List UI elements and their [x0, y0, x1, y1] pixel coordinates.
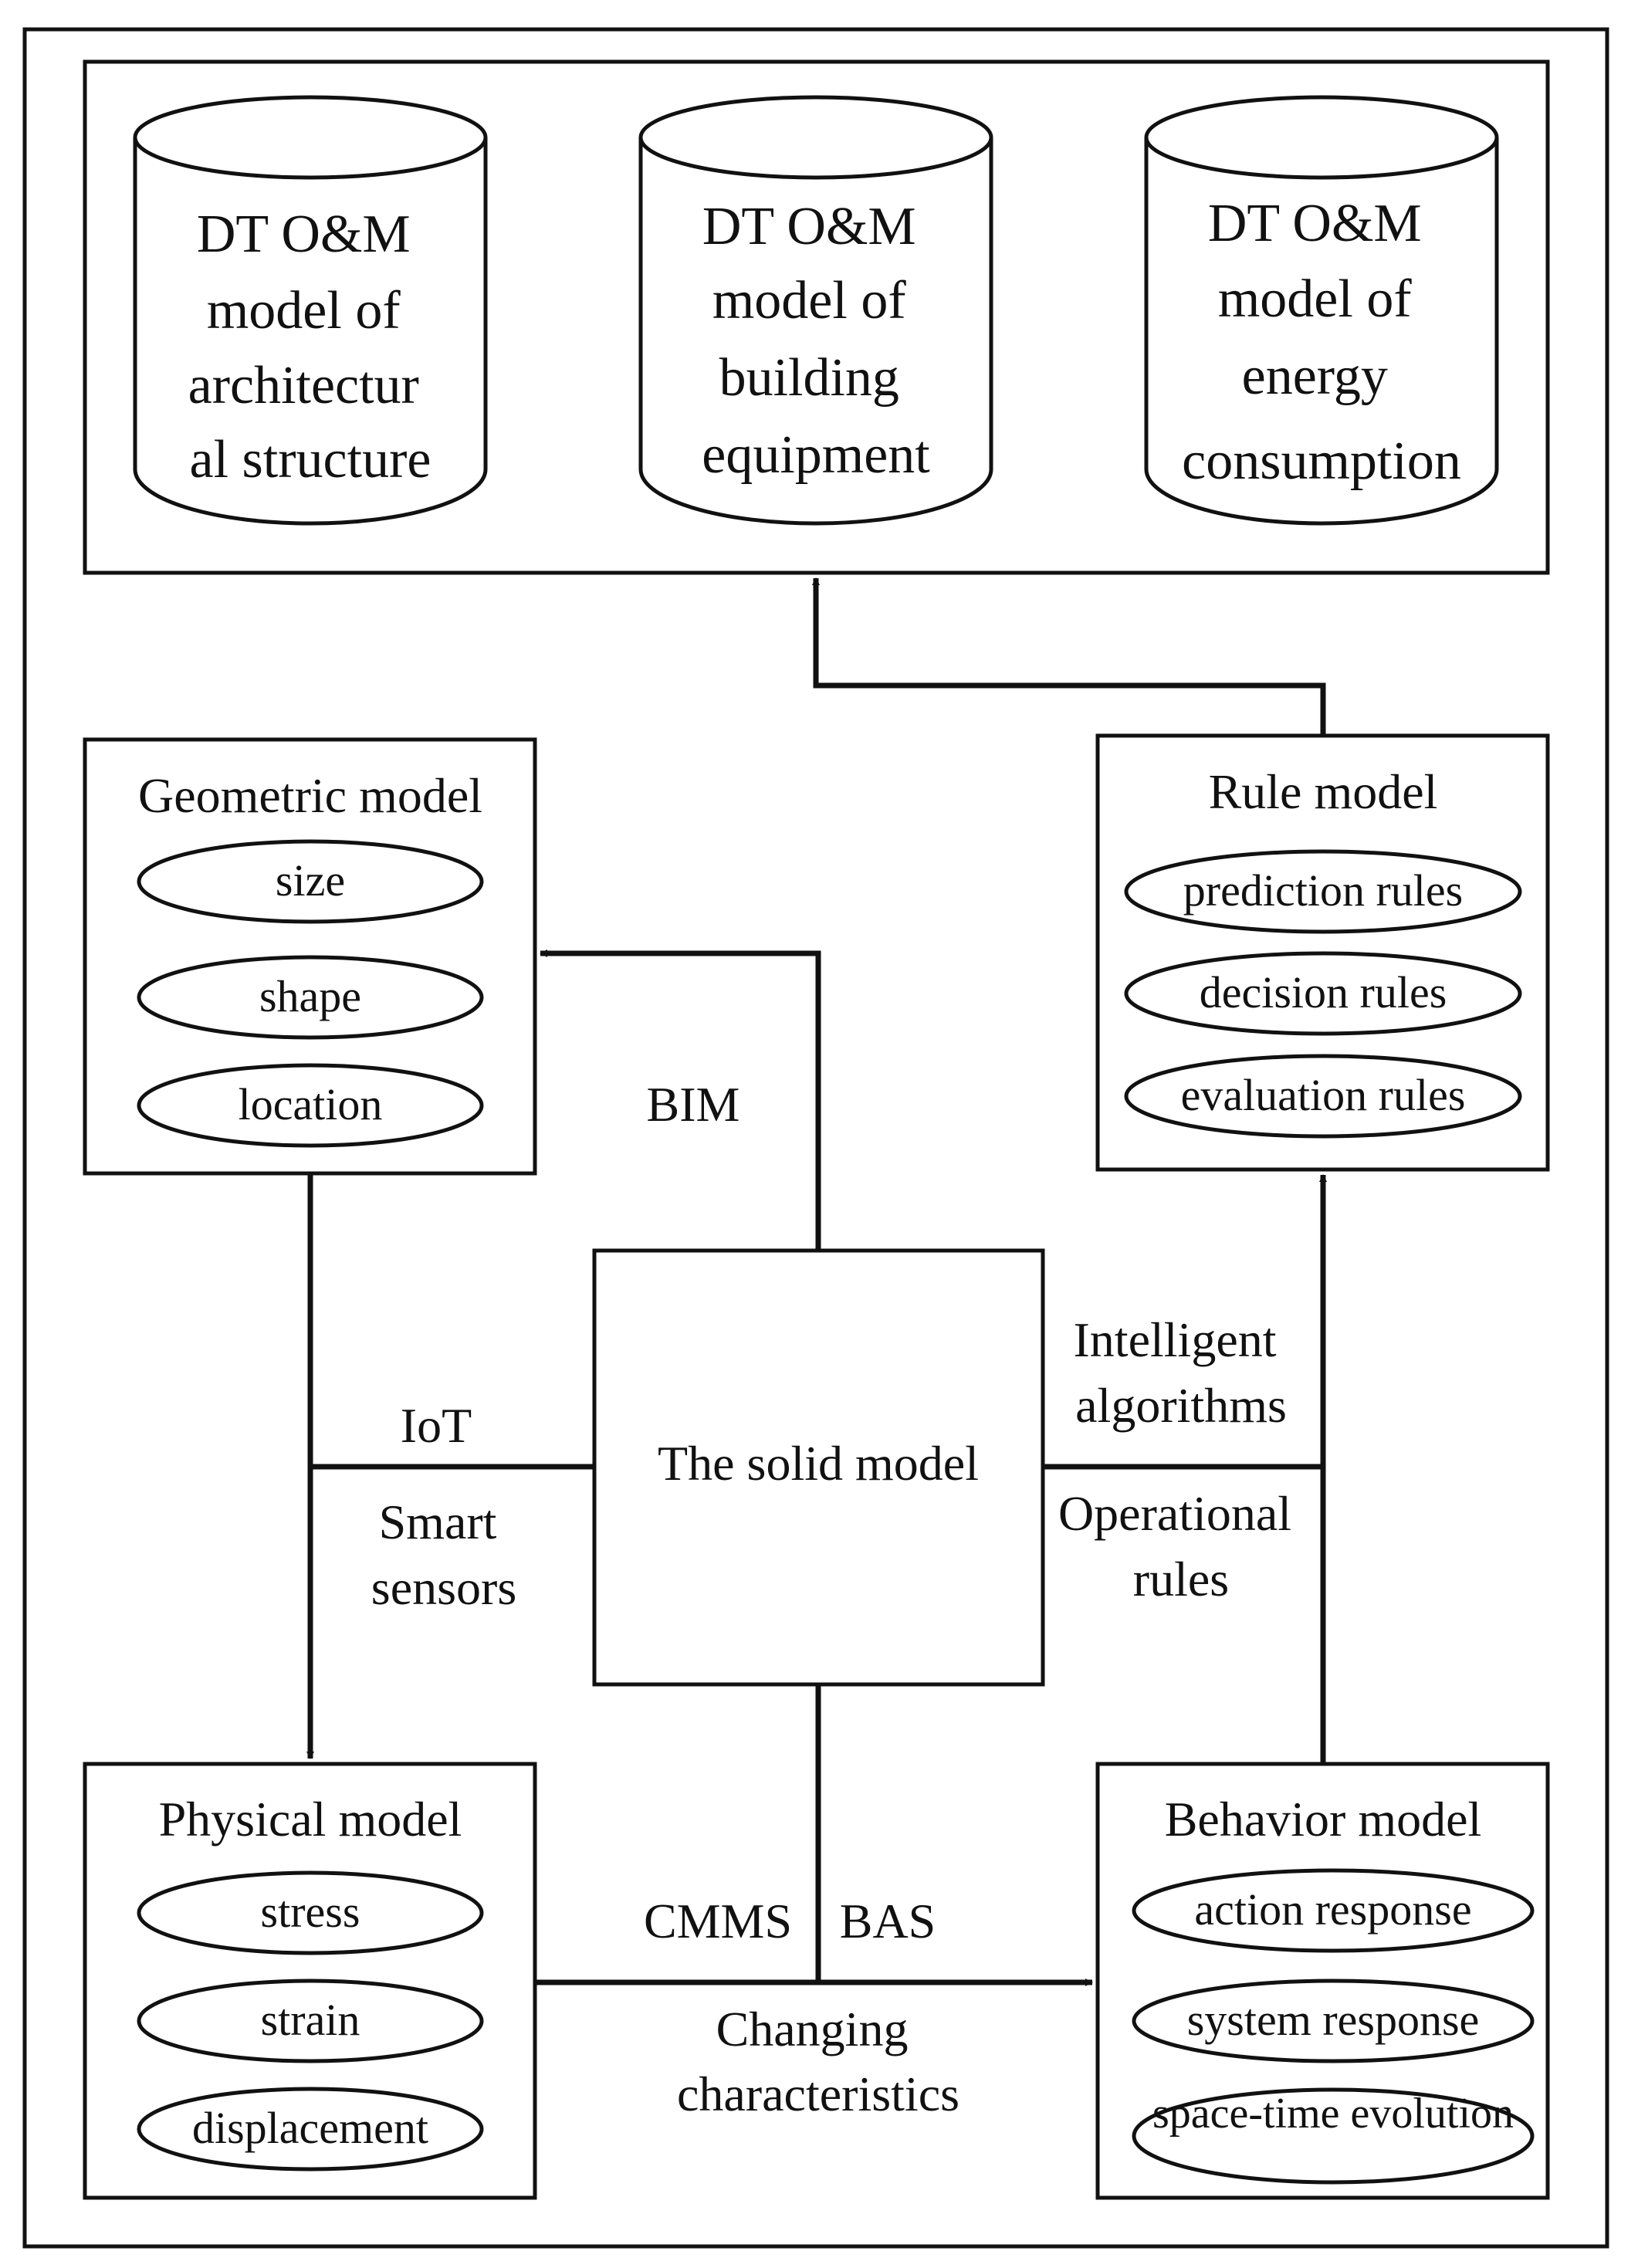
rule-attr-evaluation: evaluation rules	[1181, 1070, 1466, 1120]
dt-model-architectural-line-2: model of	[207, 281, 401, 340]
dt-model-architectural-line-1: DT O&M	[197, 205, 411, 264]
behavior-attr-action: action response	[1194, 1884, 1471, 1935]
rule-attr-prediction: prediction rules	[1183, 865, 1463, 916]
dt-model-energy-line-4: consumption	[1182, 432, 1461, 491]
svg-text:Operational rules: Operational rules	[1058, 1486, 1304, 1606]
svg-text:Changing characteristics: Changing characteristics	[677, 2002, 959, 2121]
dt-model-architectural-structure: DT O&M model of architectur al structure	[133, 95, 488, 526]
dt-model-building-equipment: DT O&M model of building equipment	[638, 95, 993, 526]
dt-model-architectural-line-3: architectur	[188, 356, 419, 415]
dt-om-container	[83, 59, 1550, 575]
physical-attr-strain: strain	[261, 1995, 360, 2045]
attribute-ellipse	[1132, 2087, 1535, 2185]
label-characteristics: characteristics	[677, 2067, 959, 2121]
svg-text:DT O&M model of en: DT O&M model of energy consumption	[1182, 194, 1461, 491]
geometric-model-title: Geometric model	[138, 768, 482, 823]
solid-model-box: The solid model	[592, 1248, 1045, 1687]
attribute-ellipse	[1132, 1868, 1535, 1953]
physical-attr-displacement: displacement	[192, 2103, 428, 2153]
label-bim: BIM	[647, 1077, 740, 1132]
svg-text:Intelligent algorithms: Intelligent algorithms	[1073, 1312, 1288, 1433]
attribute-ellipse	[137, 839, 484, 924]
attribute-ellipse	[137, 1870, 484, 1955]
label-sensors: sensors	[371, 1560, 516, 1615]
label-intelligent: Intelligent	[1073, 1312, 1276, 1367]
dt-model-energy-line-2: model of	[1218, 269, 1412, 329]
dt-model-energy-line-1: DT O&M	[1208, 194, 1422, 253]
dt-model-equipment-line-4: equipment	[702, 425, 930, 485]
attribute-ellipse	[1124, 1054, 1522, 1139]
attribute-ellipse	[137, 1979, 484, 2063]
label-changing: Changing	[716, 2002, 909, 2056]
svg-text:DT O&M model of bu: DT O&M model of building equipment	[702, 197, 930, 485]
geometric-attr-size: size	[276, 855, 345, 906]
dt-model-equipment-line-2: model of	[712, 271, 906, 330]
label-iot: IoT	[401, 1398, 472, 1453]
behavior-attr-space-time: space-time evolution	[1152, 2090, 1514, 2138]
label-operational: Operational	[1058, 1486, 1291, 1541]
connector-solid-to-geometric	[540, 950, 821, 1251]
label-cmms: CMMS	[644, 1894, 792, 1948]
dt-model-architectural-line-4: al structure	[190, 430, 431, 489]
dt-model-equipment-line-1: DT O&M	[702, 197, 916, 256]
label-algorithms: algorithms	[1075, 1378, 1287, 1433]
physical-model-title: Physical model	[159, 1792, 462, 1847]
label-smart: Smart	[379, 1495, 497, 1549]
connector-rule-to-dt	[812, 577, 1326, 736]
rule-model-title: Rule model	[1209, 764, 1438, 819]
attribute-ellipse	[137, 1063, 484, 1148]
geometric-model-box: Geometric model size shape location	[83, 737, 537, 1176]
attribute-ellipse	[137, 955, 484, 1040]
label-bas: BAS	[840, 1894, 936, 1948]
attribute-ellipse	[137, 2087, 484, 2172]
behavior-model-box: Behavior model action response system re…	[1095, 1762, 1550, 2200]
physical-model-box: Physical model stress strain displacemen…	[83, 1762, 537, 2200]
behavior-attr-system: system response	[1187, 1995, 1480, 2045]
label-rules: rules	[1133, 1552, 1229, 1606]
physical-attr-stress: stress	[261, 1887, 360, 1937]
rule-attr-decision: decision rules	[1200, 967, 1447, 1017]
behavior-model-title: Behavior model	[1165, 1792, 1482, 1847]
solid-model-title: The solid model	[658, 1436, 979, 1491]
attribute-ellipse	[1124, 951, 1522, 1036]
geometric-attr-shape: shape	[259, 971, 361, 1021]
dt-model-equipment-line-3: building	[719, 348, 899, 408]
dt-model-energy-consumption: DT O&M model of energy consumption	[1144, 95, 1499, 526]
geometric-attr-location: location	[239, 1079, 383, 1129]
svg-text:DT O&M model of ar: DT O&M model of architectur al structure	[188, 205, 433, 489]
attribute-ellipse	[1124, 849, 1522, 934]
outer-frame	[22, 27, 1609, 2249]
attribute-ellipse	[1132, 1979, 1535, 2063]
rule-model-box: Rule model prediction rules decision rul…	[1095, 733, 1550, 1172]
svg-text:Smart sensors: Smart sensors	[371, 1495, 516, 1615]
dt-model-energy-line-3: energy	[1242, 347, 1388, 406]
